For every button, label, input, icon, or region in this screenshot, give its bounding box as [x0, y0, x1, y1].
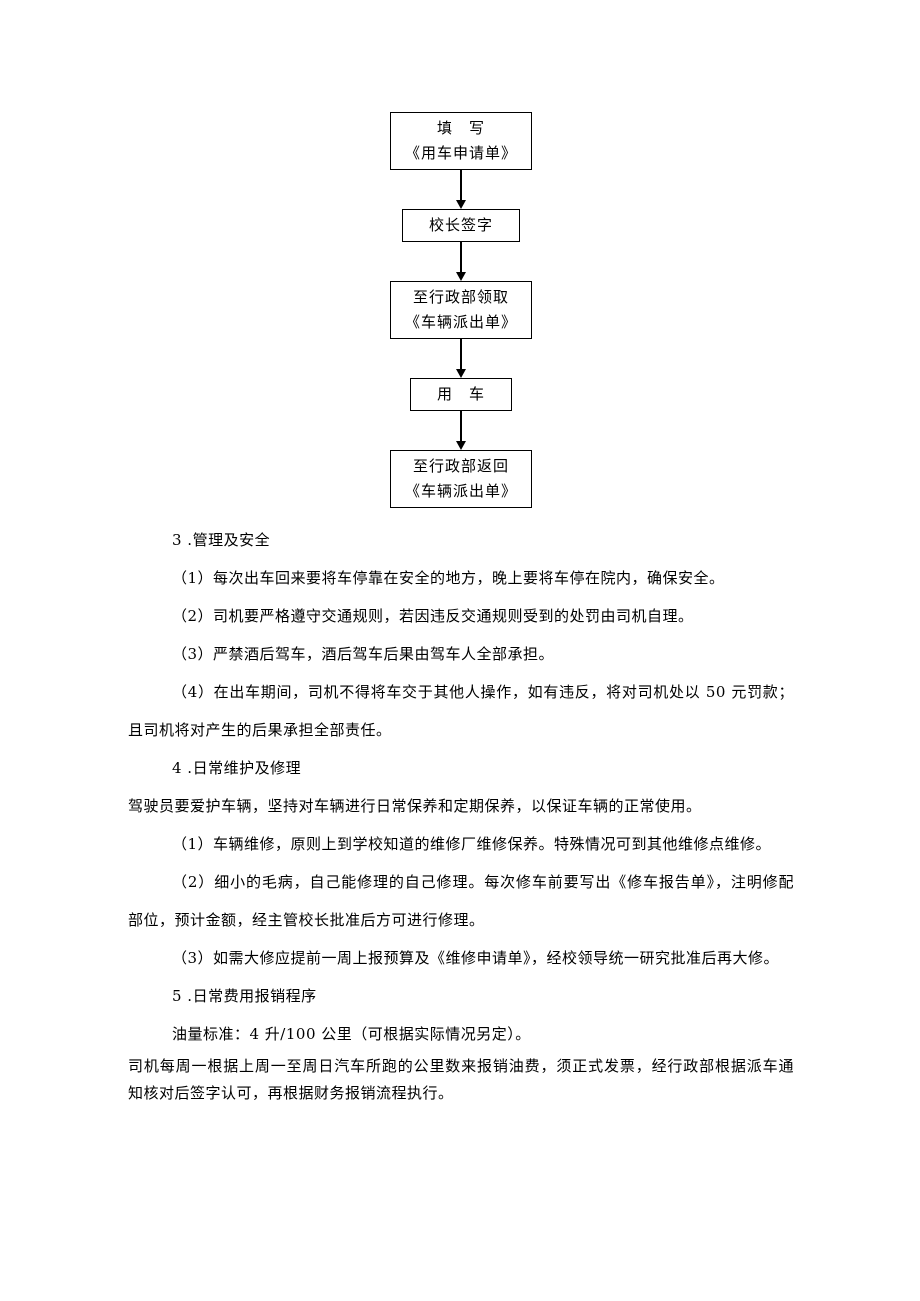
flow-node-label: 至行政部领取: [412, 288, 509, 306]
flow-node-use-vehicle: 用 车: [409, 378, 512, 411]
flow-node-fill-application-form: 填 写《用车申请单》: [389, 112, 532, 170]
paragraph: 3 .管理及安全: [172, 531, 271, 549]
flow-node-return-dispatch-form: 至行政部返回《车辆派出单》: [389, 450, 532, 508]
document-body: 3 .管理及安全 （1）每次出车回来要将车停靠在安全的地方，晚上要将车停在院内，确…: [128, 521, 794, 1107]
paragraph: 5 .日常费用报销程序: [172, 987, 317, 1005]
paragraph: （3）严禁酒后驾车，酒后驾车后果由驾车人全部承担。: [172, 645, 555, 663]
flow-node-principal-signature: 校长签字: [401, 209, 520, 242]
paragraph: 4 .日常维护及修理: [172, 759, 302, 777]
flow-node-label: 《用车申请单》: [404, 144, 517, 162]
flow-node-label: 《车辆派出单》: [404, 313, 517, 331]
paragraph: （2）细小的毛病，自己能修理的自己修理。每次修车前要写出《修车报告单》，注明修配…: [128, 873, 794, 929]
down-arrow-icon: [456, 170, 466, 209]
paragraph: （3）如需大修应提前一周上报预算及《维修申请单》，经校领导统一研究批准后再大修。: [172, 949, 780, 967]
flow-node-label: 用 车: [436, 385, 485, 403]
paragraph: 司机每周一根据上周一至周日汽车所跑的公里数来报销油费，须正式发票，经行政部根据派…: [128, 1057, 794, 1102]
down-arrow-icon: [456, 242, 466, 281]
down-arrow-icon: [456, 411, 466, 450]
paragraph: （1）车辆维修，原则上到学校知道的维修厂维修保养。特殊情况可到其他维修点维修。: [172, 835, 772, 853]
down-arrow-icon: [456, 339, 466, 378]
flowchart: 填 写《用车申请单》校长签字至行政部领取《车辆派出单》用 车至行政部返回《车辆派…: [128, 112, 794, 508]
flow-node-label: 填 写: [436, 119, 485, 137]
paragraph: （1）每次出车回来要将车停靠在安全的地方，晚上要将车停在院内，确保安全。: [172, 569, 725, 587]
paragraph: （4）在出车期间，司机不得将车交于其他人操作，如有违反，将对司机处以 50 元罚…: [128, 683, 794, 739]
flow-node-label: 校长签字: [428, 216, 493, 234]
flow-node-label: 《车辆派出单》: [404, 482, 517, 500]
flow-node-get-dispatch-form: 至行政部领取《车辆派出单》: [389, 281, 532, 339]
paragraph: 油量标准：4 升/100 公里（可根据实际情况另定）。: [172, 1025, 531, 1043]
paragraph: （2）司机要严格遵守交通规则，若因违反交通规则受到的处罚由司机自理。: [172, 607, 694, 625]
flow-node-label: 至行政部返回: [412, 457, 509, 475]
paragraph: 驾驶员要爱护车辆，坚持对车辆进行日常保养和定期保养，以保证车辆的正常使用。: [128, 797, 702, 815]
